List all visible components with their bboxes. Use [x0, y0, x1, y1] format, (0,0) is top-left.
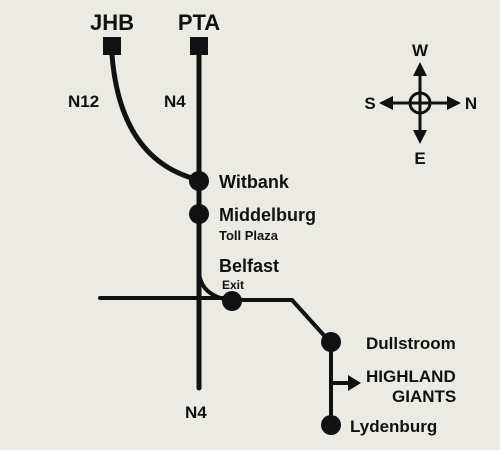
compass-icon — [379, 62, 461, 144]
witbank-dot — [189, 171, 209, 191]
highland-giants-label-line2: GIANTS — [392, 387, 456, 406]
dullstroom-label: Dullstroom — [366, 334, 456, 353]
compass-south-label: S — [364, 94, 375, 113]
middelburg-dot — [189, 204, 209, 224]
compass-east-label: E — [414, 149, 425, 168]
pta-marker — [190, 37, 208, 55]
highland-giants-label-line1: HIGHLAND — [366, 367, 456, 386]
jhb-label: JHB — [90, 10, 134, 35]
n4-bottom-label: N4 — [185, 403, 207, 422]
n4-top-label: N4 — [164, 92, 186, 111]
n12-label: N12 — [68, 92, 99, 111]
pta-label: PTA — [178, 10, 220, 35]
n12-road — [109, 52, 202, 183]
compass-north-label: N — [465, 94, 477, 113]
compass-west-label: W — [412, 41, 429, 60]
dullstroom-road — [230, 298, 332, 344]
lydenburg-dot — [321, 415, 341, 435]
witbank-label: Witbank — [219, 172, 290, 192]
lydenburg-label: Lydenburg — [350, 417, 437, 436]
toll-plaza-label: Toll Plaza — [219, 228, 279, 243]
dullstroom-dot — [321, 332, 341, 352]
middelburg-label: Middelburg — [219, 205, 316, 225]
exit-label: Exit — [222, 278, 244, 292]
belfast-dot — [222, 291, 242, 311]
highland-giants-arrow-icon — [348, 375, 361, 391]
jhb-marker — [103, 37, 121, 55]
belfast-label: Belfast — [219, 256, 279, 276]
